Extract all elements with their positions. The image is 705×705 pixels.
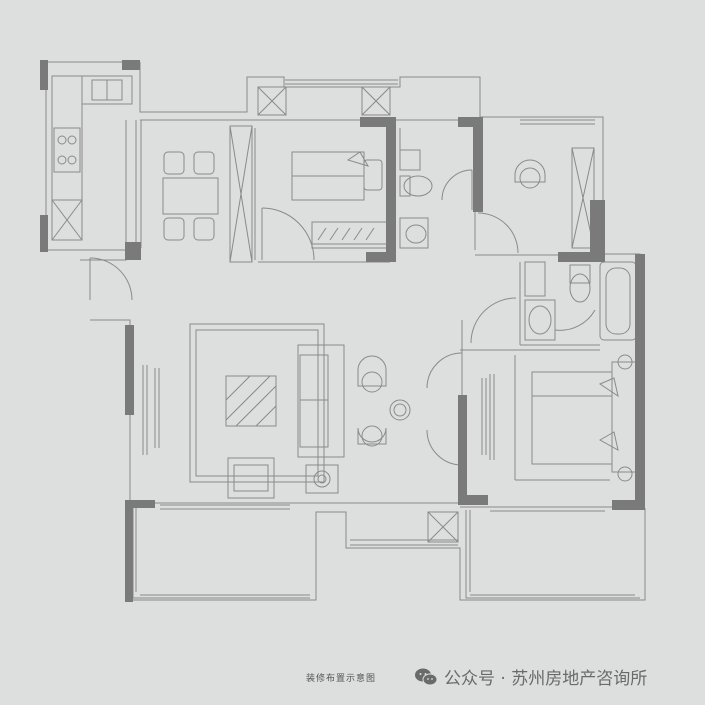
- living-room: [189, 323, 411, 499]
- windows: [135, 79, 605, 512]
- study-chair: [514, 159, 546, 189]
- master-bedroom: [531, 354, 637, 482]
- dining-table: [162, 151, 219, 241]
- storage-cabinets: [51, 86, 595, 543]
- bathroom-1: [399, 128, 433, 249]
- watermark: 公众号 · 苏州房地产咨询所: [414, 664, 647, 689]
- structural-walls: [40, 60, 645, 602]
- kitchen: [51, 75, 133, 241]
- bedroom-2: [291, 151, 389, 249]
- wechat-icon: [415, 668, 438, 685]
- doors: [89, 169, 596, 466]
- plan-caption: 装修布置示意图: [306, 674, 377, 684]
- watermark-text: 公众号 · 苏州房地产咨询所: [444, 669, 648, 689]
- bathroom-2: [524, 261, 637, 341]
